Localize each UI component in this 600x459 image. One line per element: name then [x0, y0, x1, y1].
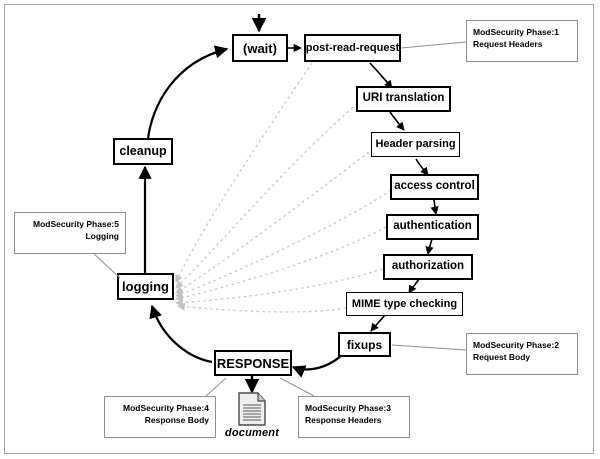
node-cleanup[interactable]: cleanup [113, 138, 173, 165]
node-fixups[interactable]: fixups [338, 332, 391, 357]
node-mime-type-checking[interactable]: MIME type checking [346, 292, 463, 316]
annotation-phase2-line2: Request Body [473, 352, 531, 363]
node-mime-type-checking-label: MIME type checking [351, 297, 458, 310]
node-fixups-label: fixups [346, 337, 383, 352]
annotation-phase4-line2: Response Body [144, 415, 209, 426]
node-wait[interactable]: (wait) [232, 34, 288, 62]
annotation-phase5-line2: Logging [85, 231, 119, 242]
node-cleanup-label: cleanup [119, 144, 167, 159]
node-response-label: RESPONSE [216, 355, 290, 371]
annotation-phase5: ModSecurity Phase:5 Logging [14, 212, 126, 254]
annotation-phase3: ModSecurity Phase:3 Response Headers [298, 396, 410, 438]
node-logging-label: logging [122, 279, 169, 294]
node-wait-label: (wait) [243, 40, 277, 56]
annotation-phase1-line2: Request Headers [473, 39, 543, 50]
annotation-phase1: ModSecurity Phase:1 Request Headers [466, 20, 578, 62]
node-access-control[interactable]: access control [390, 174, 479, 200]
document-node[interactable]: document [224, 392, 280, 439]
node-authentication-label: authentication [393, 220, 472, 233]
node-logging[interactable]: logging [117, 273, 174, 300]
node-authorization[interactable]: authorization [383, 254, 473, 280]
node-authentication[interactable]: authentication [386, 214, 479, 240]
node-response[interactable]: RESPONSE [214, 350, 292, 376]
annotation-phase4: ModSecurity Phase:4 Response Body [104, 396, 216, 438]
annotation-phase3-line1: ModSecurity Phase:3 [305, 403, 391, 413]
node-header-parsing-label: Header parsing [375, 138, 456, 150]
annotation-phase2-line1: ModSecurity Phase:2 [473, 340, 559, 350]
node-post-read-request-label: post-read-request [305, 41, 400, 54]
node-header-parsing[interactable]: Header parsing [371, 132, 460, 157]
document-label: document [224, 427, 280, 439]
node-post-read-request[interactable]: post-read-request [304, 34, 401, 62]
annotation-phase1-line1: ModSecurity Phase:1 [473, 27, 559, 37]
node-uri-translation-label: URI translation [362, 92, 445, 105]
annotation-phase2: ModSecurity Phase:2 Request Body [466, 333, 578, 375]
node-access-control-label: access control [394, 180, 475, 193]
node-authorization-label: authorization [391, 260, 465, 273]
annotation-phase5-line1: ModSecurity Phase:5 [33, 219, 119, 229]
annotation-phase3-line2: Response Headers [305, 415, 382, 426]
document-page-icon [238, 392, 266, 426]
annotation-phase4-line1: ModSecurity Phase:4 [123, 403, 209, 413]
node-uri-translation[interactable]: URI translation [356, 86, 451, 112]
